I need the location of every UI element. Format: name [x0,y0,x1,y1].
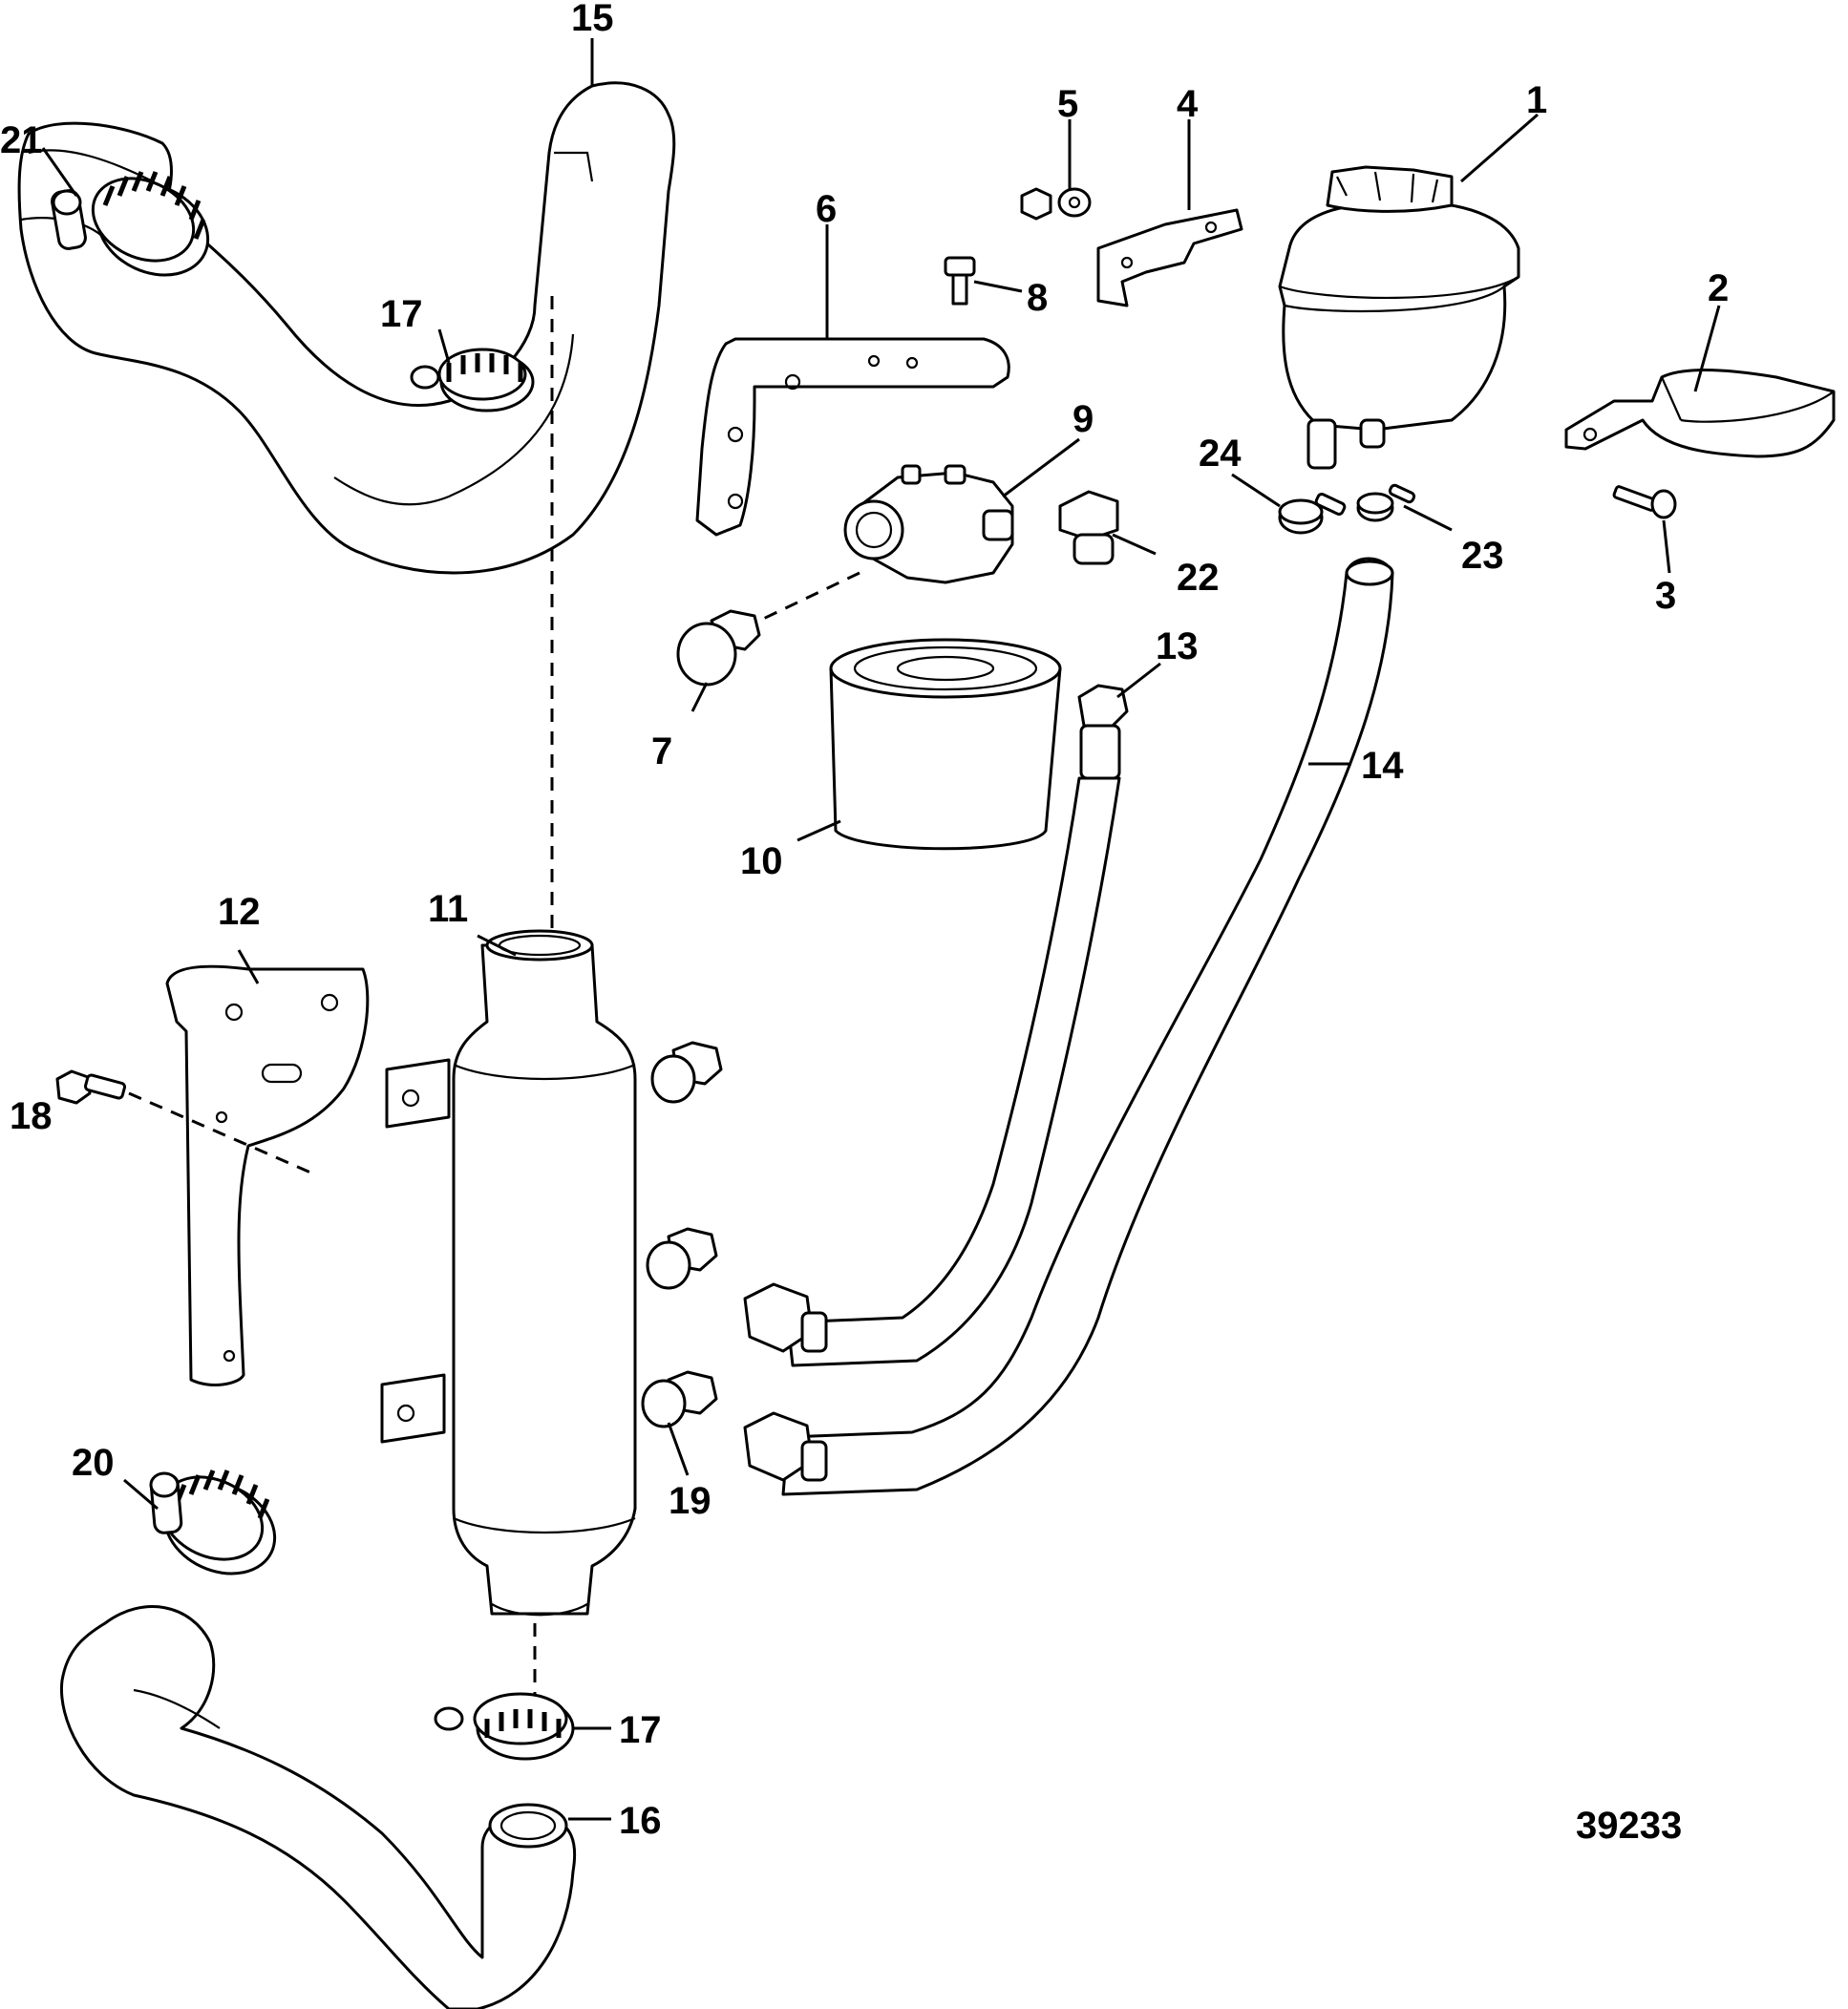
figure-number: 39233 [1576,1805,1682,1847]
cooler-bracket-part-12 [165,964,370,1386]
hose-clamp-part-20 [149,1470,277,1575]
filter-bracket-part-6 [695,337,1010,537]
cooler-plug-middle [646,1227,718,1290]
hose-clamp-part-23 [1356,483,1416,522]
callout-9: 9 [1073,398,1094,440]
callout-16: 16 [619,1800,662,1842]
callout-2: 2 [1708,267,1729,309]
hose-clamp-part-21 [51,171,210,277]
screw-part-18 [55,1069,126,1105]
hose-clamp-part-17-upper [410,348,535,412]
upper-hose-part-15 [17,81,676,575]
lower-hose-part-16 [59,1605,577,2009]
oil-filter-part-10 [829,638,1062,851]
callout-5: 5 [1057,83,1078,125]
callout-labels: 1 2 3 4 5 6 7 8 9 10 11 12 13 14 15 16 1… [0,0,1729,1842]
screw-part-3 [1612,485,1677,519]
strap-bracket-part-2 [1564,369,1836,458]
hose-clamp-part-24 [1278,493,1347,535]
hose-end-fitting-lower [743,1411,828,1482]
cooler-plug-top [650,1041,723,1104]
cooler-part-11 [380,929,637,1617]
assembly-line-plug [758,571,860,623]
callout-20: 20 [72,1442,115,1484]
elbow-fitting-part-22 [1058,490,1119,565]
leader-lines [41,38,1721,1821]
callout-17-upper: 17 [380,293,423,335]
callout-13: 13 [1156,625,1199,667]
callout-7: 7 [651,730,672,772]
plug-part-19 [641,1370,718,1428]
callout-1: 1 [1526,79,1547,121]
callout-6: 6 [816,188,837,230]
callout-10: 10 [740,840,783,882]
callout-21: 21 [0,119,43,161]
nut-washer-part-5 [1020,187,1092,221]
callout-22: 22 [1177,557,1220,599]
assembly-line-screw [128,1091,316,1176]
hose-end-fitting-upper [743,1282,828,1353]
callout-4: 4 [1177,83,1199,125]
callout-11: 11 [428,888,468,930]
hose-part-14 [781,557,1394,1496]
callout-19: 19 [669,1480,712,1522]
callout-24: 24 [1199,433,1242,475]
callout-15: 15 [571,0,614,39]
callout-17-lower: 17 [619,1709,662,1751]
plug-part-7 [676,609,761,687]
callout-23: 23 [1461,535,1504,577]
fitting-part-13 [1077,684,1129,780]
hose-clamp-part-17-lower [434,1692,575,1761]
small-bracket-part-4 [1096,208,1243,307]
callout-14: 14 [1361,745,1404,787]
screw-part-8 [944,256,976,306]
callout-12: 12 [218,891,261,933]
callout-3: 3 [1655,575,1676,617]
callout-18: 18 [10,1095,53,1137]
filter-adapter-part-9 [843,464,1014,584]
hose-part-13-line [786,776,1121,1367]
callout-8: 8 [1027,277,1048,319]
reservoir-part-1 [1278,165,1520,470]
